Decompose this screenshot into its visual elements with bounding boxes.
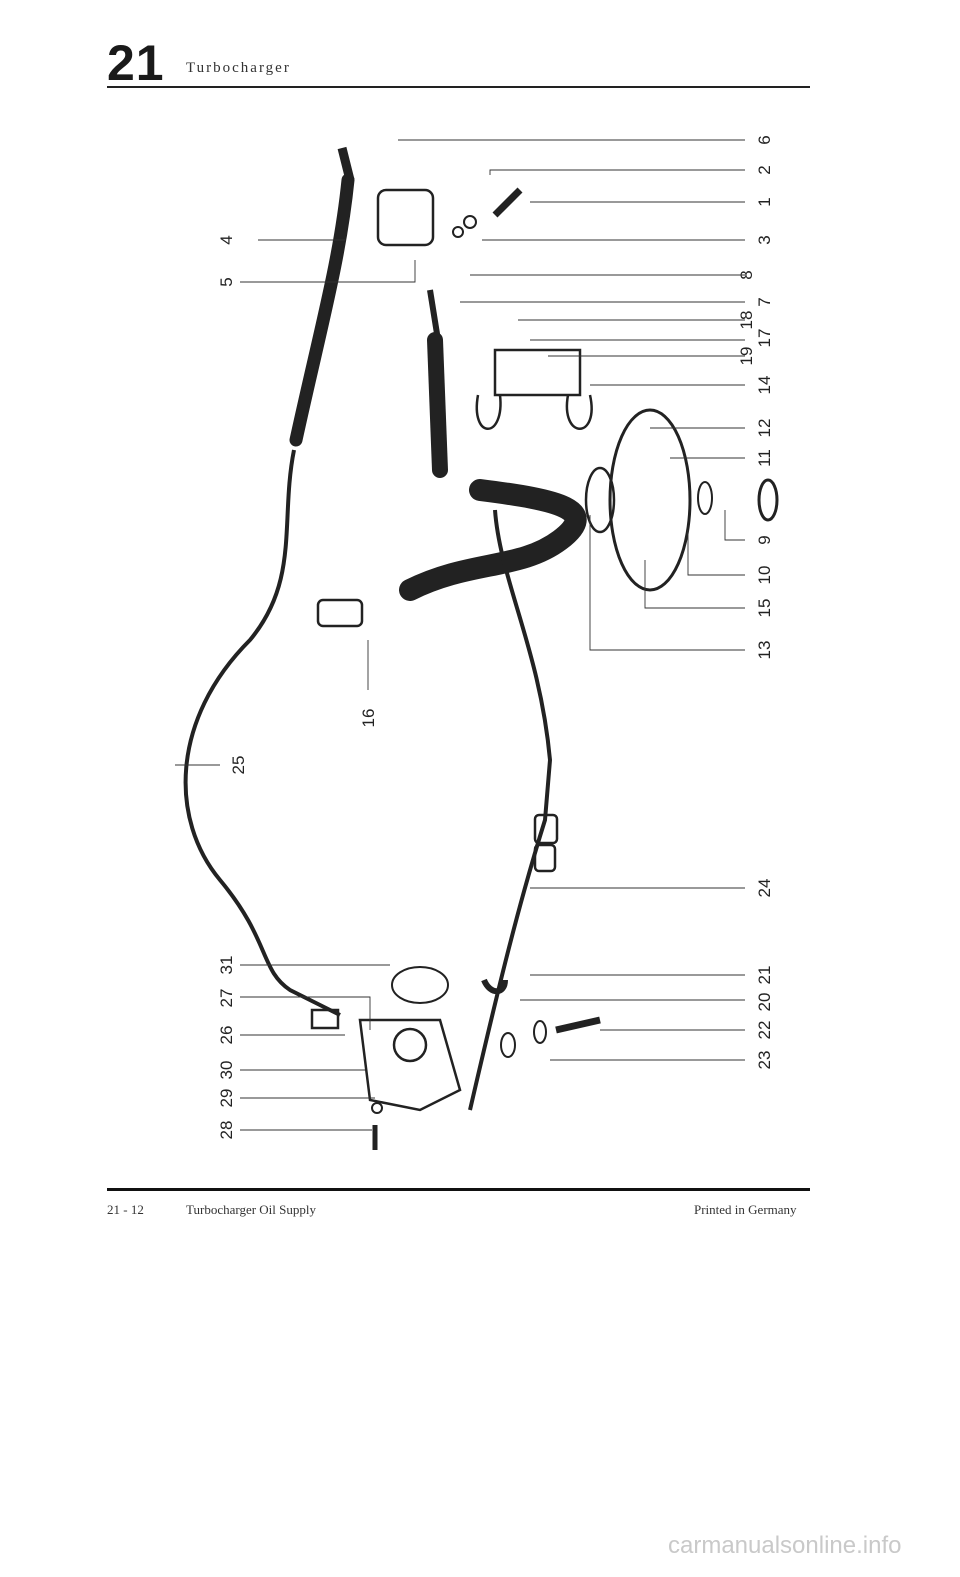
o-ring — [697, 481, 713, 515]
callout-29: 29 — [217, 1089, 236, 1108]
callout-leaders — [175, 139, 745, 1131]
oil-pump-housing — [358, 1018, 462, 1112]
callout-9: 9 — [755, 535, 774, 544]
sealing-washer — [371, 1102, 383, 1114]
callout-13: 13 — [755, 641, 774, 660]
hose-clamp — [475, 394, 502, 430]
oil-supply-hose — [289, 173, 355, 447]
oil-feed-line — [183, 449, 341, 1017]
callout-17: 17 — [755, 329, 774, 348]
page-reference: 21 - 12 — [107, 1202, 144, 1217]
footer-title: Turbocharger Oil Supply — [186, 1202, 316, 1217]
mounting-bracket — [493, 348, 582, 397]
callout-16: 16 — [359, 709, 378, 728]
return-pipe-fitting — [427, 289, 441, 341]
seal-ring — [757, 478, 779, 522]
callout-24: 24 — [755, 879, 774, 898]
callout-labels: 6 2 1 3 8 7 18 17 19 14 12 11 9 10 15 13… — [217, 135, 774, 1139]
callout-2: 2 — [755, 165, 774, 174]
banjo-union — [376, 188, 435, 247]
callout-8: 8 — [737, 270, 756, 279]
hose-fitting-top — [337, 146, 355, 182]
callout-11: 11 — [755, 449, 774, 467]
callout-20: 20 — [755, 993, 774, 1012]
callout-22: 22 — [755, 1021, 774, 1040]
sealing-washer — [452, 226, 464, 238]
sealing-washer — [463, 215, 477, 229]
callout-31: 31 — [217, 956, 236, 975]
oil-return-pipe — [399, 479, 587, 601]
pipe-nut — [533, 843, 557, 873]
hose-sleeve — [481, 978, 508, 995]
oil-line-to-pump — [468, 509, 553, 1111]
callout-21: 21 — [755, 966, 774, 985]
callout-5: 5 — [217, 277, 236, 286]
print-note: Printed in Germany — [694, 1202, 797, 1217]
pump-gasket — [391, 966, 449, 1004]
callout-6: 6 — [755, 135, 774, 144]
parts-illustration — [183, 146, 779, 1150]
callout-1: 1 — [755, 197, 774, 206]
callout-10: 10 — [755, 566, 774, 585]
callout-12: 12 — [755, 419, 774, 438]
callout-18: 18 — [737, 311, 756, 330]
callout-7: 7 — [755, 297, 774, 306]
callout-28: 28 — [217, 1121, 236, 1140]
callout-30: 30 — [217, 1061, 236, 1080]
callout-26: 26 — [217, 1026, 236, 1045]
pipe-union — [310, 1008, 340, 1030]
section-number: 21 — [107, 35, 165, 91]
callout-27: 27 — [217, 989, 236, 1008]
watermark: carmanualsonline.info — [668, 1532, 902, 1559]
return-hose — [427, 332, 448, 478]
callout-23: 23 — [755, 1051, 774, 1070]
callout-4: 4 — [217, 235, 236, 244]
callout-14: 14 — [755, 376, 774, 395]
callout-15: 15 — [755, 599, 774, 618]
banjo-bolt — [492, 187, 523, 218]
turbo-oil-flange — [608, 408, 692, 592]
pump-gear — [392, 1027, 428, 1063]
section-title: Turbocharger — [186, 60, 291, 76]
sealing-ring — [533, 1020, 547, 1044]
grommet — [316, 598, 364, 628]
callout-25: 25 — [229, 756, 248, 775]
sealing-ring — [500, 1032, 516, 1058]
union-screw — [555, 1016, 601, 1034]
callout-19: 19 — [737, 347, 756, 366]
hose-clamp — [565, 394, 593, 430]
flange-gasket — [584, 466, 616, 534]
header-rule — [107, 86, 810, 88]
callout-3: 3 — [755, 235, 774, 244]
pipe-nut — [533, 813, 559, 845]
footer-rule — [107, 1188, 810, 1191]
